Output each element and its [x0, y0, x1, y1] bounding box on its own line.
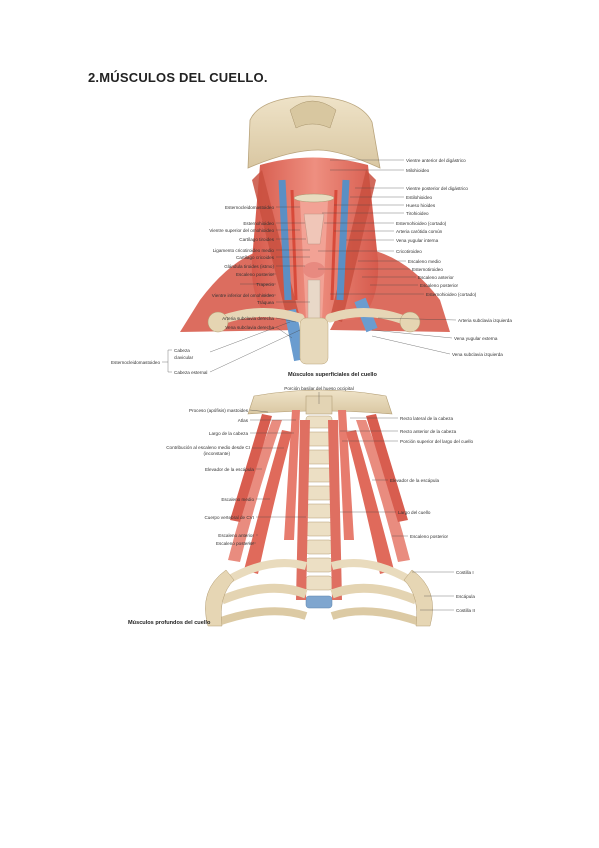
label-scm-bracket: Esternocleidomastoideo	[111, 360, 160, 365]
deep-leaders	[248, 392, 454, 611]
label-recto-anterior: Recto anterior de la cabeza	[400, 429, 457, 434]
label-costilla-ii: Costilla II	[456, 608, 475, 613]
label-esternohioideo-cortado-2: Esternohioideo (cortado)	[426, 292, 477, 297]
label-atlas: Atlas	[238, 418, 249, 423]
label-estilohioideo: Estilohioideo	[406, 195, 432, 200]
label-cuerpo-vertebral-cvi: Cuerpo vertebral de CVI	[204, 515, 254, 520]
label-escaleno-posterior-deep-left: Escaleno posterior	[216, 541, 255, 546]
label-elevador-escapula-left: Elevador de la escápula	[205, 467, 254, 472]
label-cartilago-tiroides: Cartílago tiroides	[239, 237, 274, 242]
label-vientre-inferior-omohioideo: Vientre inferior del omohioideo	[212, 293, 275, 298]
label-escaleno-anterior: Escaleno anterior	[218, 533, 254, 538]
label-largo-del-cuello: Largo del cuello	[398, 510, 431, 515]
label-arteria-carotida-comun: Arteria carótida común	[396, 229, 443, 234]
label-largo-de-la-cabeza: Largo de la cabeza	[209, 431, 249, 436]
label-traquea: Tráquea	[257, 300, 274, 305]
label-tirohioideo: Tirohioideo	[406, 211, 429, 216]
label-porcion-superior-largo: Porción superior del largo del cuello	[400, 439, 473, 444]
label-vena-yugular-interna: Vena yugular interna	[396, 238, 439, 243]
label-contribucion-line2: (inconstante)	[203, 451, 230, 456]
label-escaleno-posterior-right: Escaleno posterior	[420, 283, 459, 288]
caption-superficial: Músculos superficiales del cuello	[288, 372, 377, 378]
label-escaleno-anterior: Escaleno anterior	[418, 275, 454, 280]
label-esternohioideo-cortado: Esternohioideo (cortado)	[396, 221, 447, 226]
label-vientre-posterior-digastrico: Vientre posterior del digástrico	[406, 186, 468, 191]
superficial-right-labels: Vientre anterior del digástrico Milohioi…	[396, 158, 512, 357]
label-vientre-superior-omohioideo: Vientre superior del omohioideo	[209, 228, 274, 233]
superficial-illustration	[180, 95, 450, 365]
page-title: 2.MÚSCULOS DEL CUELLO.	[88, 70, 268, 85]
label-milohioideo: Milohioideo	[406, 168, 430, 173]
label-ligamento-cricotiroideo: Ligamento cricotiroideo medio	[213, 248, 275, 253]
label-elevador-escapula-right: Elevador de la escápula	[390, 478, 439, 483]
label-hueso-hioides: Hueso hioides	[406, 203, 436, 208]
caption-deep: Músculos profundos del cuello	[128, 620, 211, 626]
label-vena-subclavia-derecha: Vena subclavia derecha	[225, 325, 274, 330]
label-escapula: Escápula	[456, 594, 475, 599]
label-recto-lateral: Recto lateral de la cabeza	[400, 416, 454, 421]
label-escaleno-posterior-left: Escaleno posterior	[236, 272, 275, 277]
label-cabeza-esternal: Cabeza esternal	[174, 370, 207, 375]
cervical-vertebrae	[305, 415, 333, 609]
label-vena-subclavia-izquierda: Vena subclavia izquierda	[452, 352, 503, 357]
deep-illustration	[205, 389, 433, 627]
label-escaleno-medio: Escaleno medio	[408, 259, 441, 264]
label-cabeza-clavicular-line1: Cabeza	[174, 348, 190, 353]
label-arteria-subclavia-derecha: Arteria subclavia derecha	[222, 316, 274, 321]
label-proceso-mastoides: Proceso (apófisis) mastoides	[189, 408, 249, 413]
label-vena-yugular-externa: Vena yugular externa	[454, 336, 498, 341]
deep-right-labels: Recto lateral de la cabeza Recto anterio…	[390, 416, 475, 613]
label-escaleno-posterior-deep-right: Escaleno posterior	[410, 534, 449, 539]
deep-left-labels: Proceso (apófisis) mastoides Atlas Largo…	[166, 408, 254, 546]
label-esternotiroideo: Esternotiroideo	[412, 267, 443, 272]
label-escaleno-medio: Escaleno medio	[221, 497, 254, 502]
superficial-left-labels: Esternocleidomastoideo Esternohioideo Vi…	[111, 205, 275, 375]
label-contribucion-line1: Contribución al escaleno medio desde CI	[166, 445, 250, 450]
superficial-leaders	[162, 159, 457, 373]
label-porcion-basilar: Porción basilar del hueso occipital	[284, 386, 353, 391]
label-trapecio: Trapecio	[256, 282, 274, 287]
label-cabeza-clavicular-line2: clavicular	[174, 355, 194, 360]
label-arteria-subclavia-izquierda: Arteria subclavia izquierda	[458, 318, 512, 323]
label-costilla-i: Costilla I	[456, 570, 474, 575]
label-cricotiroideo: Cricotiroideo	[396, 249, 422, 254]
label-esternocleidomastoideo: Esternocleidomastoideo	[225, 205, 274, 210]
label-esternohioideo: Esternohioideo	[243, 221, 274, 226]
label-cartilago-cricoides: Cartílago cricoides	[236, 255, 275, 260]
label-vientre-anterior-digastrico: Vientre anterior del digástrico	[406, 158, 466, 163]
label-glandula-tiroides: Glándula tiroides (istmo)	[224, 264, 274, 269]
